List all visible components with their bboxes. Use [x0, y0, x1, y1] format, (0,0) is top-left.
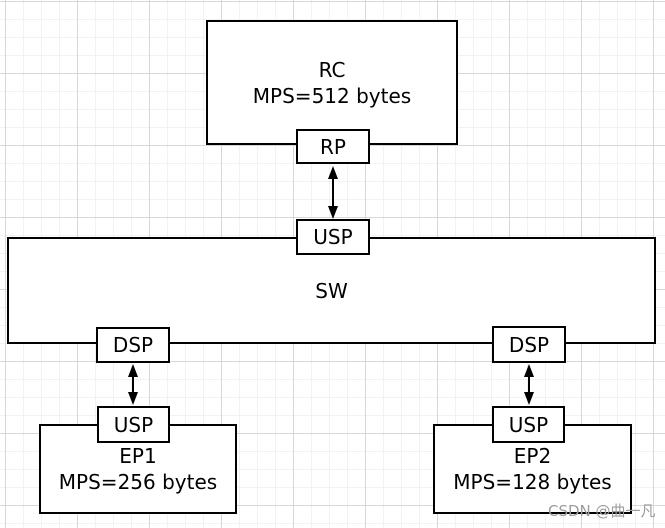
port-dsp-left-label: DSP: [112, 333, 154, 357]
port-usp-sw: USP: [296, 219, 370, 255]
port-dsp-right: DSP: [492, 326, 566, 363]
node-rc: RC MPS=512 bytes: [206, 20, 458, 145]
port-usp-ep2-label: USP: [508, 412, 549, 437]
node-ep1-mps: MPS=256 bytes: [58, 470, 218, 494]
port-dsp-right-label: DSP: [508, 332, 550, 357]
arrow-dsp2-usp-ep2: [524, 364, 534, 405]
csdn-watermark: CSDN @曲一凡: [548, 502, 656, 520]
port-usp-ep2: USP: [492, 406, 565, 443]
node-rc-mps: MPS=512 bytes: [252, 83, 412, 108]
node-ep2-title: EP2: [513, 444, 552, 468]
arrow-rp-usp: [328, 166, 338, 219]
port-usp-ep1-label: USP: [113, 412, 154, 437]
node-sw-title: SW: [315, 278, 348, 303]
node-rc-title: RC: [318, 57, 346, 82]
arrow-dsp1-usp-ep1: [128, 364, 138, 405]
node-ep1-title: EP1: [119, 444, 157, 468]
port-usp-ep1: USP: [97, 406, 170, 443]
node-ep2-mps: MPS=128 bytes: [453, 470, 612, 494]
port-rp-label: RP: [320, 134, 346, 159]
port-rp: RP: [296, 129, 370, 164]
port-dsp-left: DSP: [96, 327, 170, 363]
node-ep2: EP2 MPS=128 bytes: [433, 424, 632, 514]
port-usp-sw-label: USP: [313, 225, 353, 249]
